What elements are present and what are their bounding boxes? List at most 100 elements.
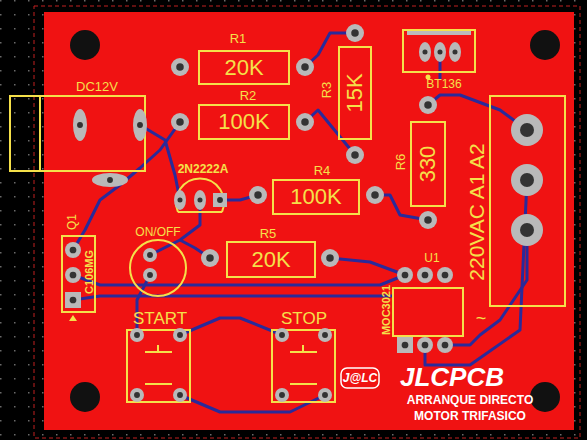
pad-hole xyxy=(437,49,442,54)
button-label: STOP xyxy=(281,310,327,327)
pad xyxy=(171,58,189,76)
pad xyxy=(397,337,413,353)
pad xyxy=(417,267,433,283)
designator: R6 xyxy=(394,154,407,171)
pad xyxy=(437,267,453,283)
pad-hole xyxy=(301,118,309,126)
pad-hole xyxy=(326,254,334,262)
pad-hole xyxy=(177,332,183,338)
pad-hole xyxy=(134,392,140,398)
ac-symbol: ~ xyxy=(476,309,487,327)
resistor-outline: 100K xyxy=(198,104,290,140)
pad xyxy=(201,249,219,267)
pad-hole xyxy=(137,122,143,128)
pad xyxy=(65,242,81,258)
resistor-value: 20K xyxy=(224,57,263,79)
terminal-screw xyxy=(511,214,543,246)
part-number: MOC3021 xyxy=(381,285,392,335)
designator: R5 xyxy=(260,227,277,240)
pad xyxy=(419,42,431,62)
pad xyxy=(73,109,87,141)
pad-hole xyxy=(70,247,77,254)
designator: R3 xyxy=(320,82,333,99)
pad-hole xyxy=(351,151,359,159)
designator: R2 xyxy=(240,89,257,102)
resistor-value: 15K xyxy=(344,73,366,112)
pad-hole xyxy=(279,332,285,338)
pad xyxy=(173,388,187,402)
pad-hole xyxy=(206,254,214,262)
pad-hole xyxy=(147,252,153,258)
designator: R4 xyxy=(314,164,331,177)
resistor-value: 330 xyxy=(417,146,439,183)
resistor-value: 100K xyxy=(218,111,269,133)
designator: Q1 xyxy=(66,214,78,230)
pad xyxy=(174,190,186,210)
pad-hole xyxy=(107,177,113,183)
resistor-value: 100K xyxy=(290,186,341,208)
pad-hole xyxy=(424,216,432,224)
pad-hole xyxy=(77,122,83,128)
pad xyxy=(366,186,384,204)
pad-hole xyxy=(442,342,449,349)
pad-hole xyxy=(422,272,429,279)
terminal-label: 220VAC A1 A2 xyxy=(466,143,487,280)
pad-hole xyxy=(322,332,328,338)
pad xyxy=(419,96,437,114)
terminal-hole xyxy=(520,173,534,187)
terminal-screw xyxy=(511,164,543,196)
pad-hole xyxy=(176,63,184,71)
switch-label: ON/OFF xyxy=(135,226,180,238)
part-number: C106MG xyxy=(84,250,95,294)
logo-text: J@LC xyxy=(343,372,377,384)
pad xyxy=(296,113,314,131)
pad xyxy=(65,267,81,283)
pad xyxy=(275,328,289,342)
pad-hole xyxy=(134,332,140,338)
pad xyxy=(437,337,453,353)
pad xyxy=(275,388,289,402)
pad xyxy=(321,249,339,267)
pad-hole xyxy=(322,392,328,398)
pad xyxy=(417,337,433,353)
pad xyxy=(92,173,128,187)
pad-hole xyxy=(452,49,457,54)
pad-hole xyxy=(402,342,409,349)
resistor-outline: 20K xyxy=(198,50,290,85)
pad-hole xyxy=(197,197,202,202)
pad xyxy=(318,388,332,402)
brand-text: JLCPCB xyxy=(400,364,504,390)
pad xyxy=(346,24,364,42)
pad xyxy=(397,267,413,283)
pad-hole xyxy=(422,342,429,349)
pad xyxy=(65,292,81,308)
board-title: ARRANQUE DIRECTO xyxy=(407,394,533,406)
terminal-screw xyxy=(511,114,543,146)
pad-hole xyxy=(217,197,223,203)
button-label: START xyxy=(133,310,187,327)
pad-hole xyxy=(279,392,285,398)
pad-hole xyxy=(371,191,379,199)
pad xyxy=(249,186,267,204)
pad xyxy=(346,146,364,164)
part-number: 2N2222A xyxy=(178,163,229,175)
board-title: MOTOR TRIFASICO xyxy=(414,410,526,422)
pad-hole xyxy=(402,272,409,279)
pad xyxy=(449,42,461,62)
pad xyxy=(143,268,157,282)
pad-hole xyxy=(351,29,359,37)
pad xyxy=(171,113,189,131)
terminal-hole xyxy=(520,223,534,237)
pad-hole xyxy=(70,272,77,279)
resistor-outline: 15K xyxy=(338,46,372,140)
pad xyxy=(194,190,206,210)
pad xyxy=(130,328,144,342)
pad-hole xyxy=(177,197,182,202)
resistor-value: 20K xyxy=(251,249,290,271)
pad xyxy=(296,58,314,76)
pad-hole xyxy=(147,272,153,278)
resistor-outline: 100K xyxy=(272,179,360,215)
pad xyxy=(130,388,144,402)
designator: U1 xyxy=(424,252,439,264)
